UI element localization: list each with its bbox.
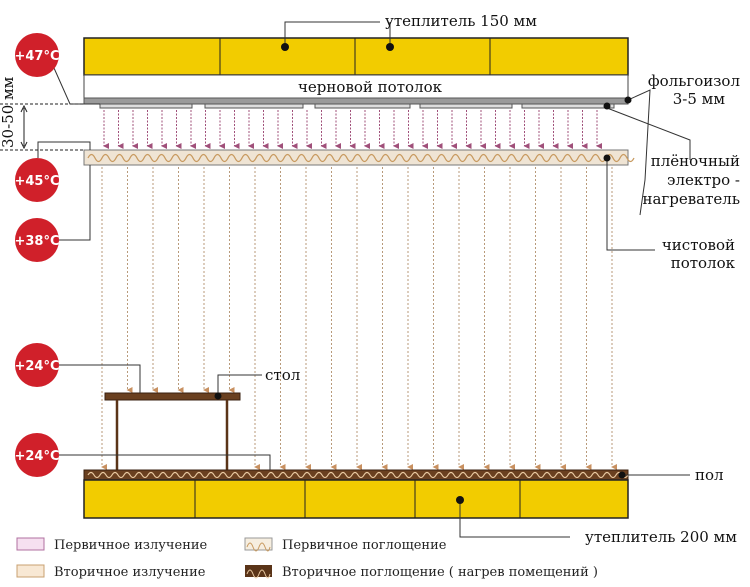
heater-label-3: нагреватель [642, 190, 740, 208]
svg-text:Вторичное поглощение ( нагрев: Вторичное поглощение ( нагрев помещений … [282, 565, 598, 580]
svg-text:+24°C: +24°C [14, 359, 59, 374]
temp-badge-floor: +24°C [14, 433, 60, 477]
secondary-radiation-icon [16, 564, 45, 578]
temp-badge-finish-ceiling: +38°C [14, 218, 60, 262]
primary-absorption-wave [87, 153, 635, 163]
foil-label-2: 3-5 мм [673, 90, 726, 108]
top-insulation [83, 37, 629, 76]
temp-badge-heater: +45°C [14, 158, 60, 202]
svg-text:+45°C: +45°C [14, 174, 59, 189]
svg-text:+47°C: +47°C [14, 49, 59, 64]
film-heater [99, 103, 615, 109]
heater-label-2: электро - [667, 171, 740, 189]
leader-dots [214, 43, 632, 504]
gap-dimension-label: 30-50 мм [0, 76, 17, 148]
finish-ceiling-label-1: чистовой [662, 236, 735, 254]
primary-radiation-arrows [103, 110, 602, 149]
table [104, 392, 241, 470]
legend: Первичное излучение Первичное поглощение… [16, 537, 598, 580]
foil-label-1: фольгоизол [648, 72, 740, 90]
leader-lines [37, 21, 691, 538]
table-label: стол [265, 366, 300, 384]
heater-label-1: плёночный [651, 152, 740, 170]
svg-text:Вторичное излучение: Вторичное излучение [54, 565, 206, 580]
temp-badge-table: +24°C [14, 343, 60, 387]
top-insulation-label: утеплитель 150 мм [385, 12, 537, 30]
secondary-radiation-lines [101, 167, 617, 470]
gap-dimension [0, 103, 84, 151]
bottom-insulation-label: утеплитель 200 мм [585, 528, 737, 546]
finish-ceiling [83, 149, 629, 166]
temp-badge-ceiling-top: +47°C [14, 33, 60, 77]
secondary-absorption-wave [87, 471, 629, 479]
primary-radiation-icon [16, 537, 45, 551]
rough-ceiling-label: черновой потолок [298, 78, 443, 96]
finish-ceiling-label-2: потолок [671, 254, 736, 272]
floor-label: пол [695, 466, 724, 484]
svg-text:Первичное излучение: Первичное излучение [54, 538, 208, 553]
bottom-insulation [83, 479, 629, 519]
svg-text:+38°C: +38°C [14, 234, 59, 249]
svg-text:+24°C: +24°C [14, 449, 59, 464]
foil-insulation [83, 97, 629, 105]
svg-text:Первичное поглощение: Первичное поглощение [282, 538, 447, 553]
